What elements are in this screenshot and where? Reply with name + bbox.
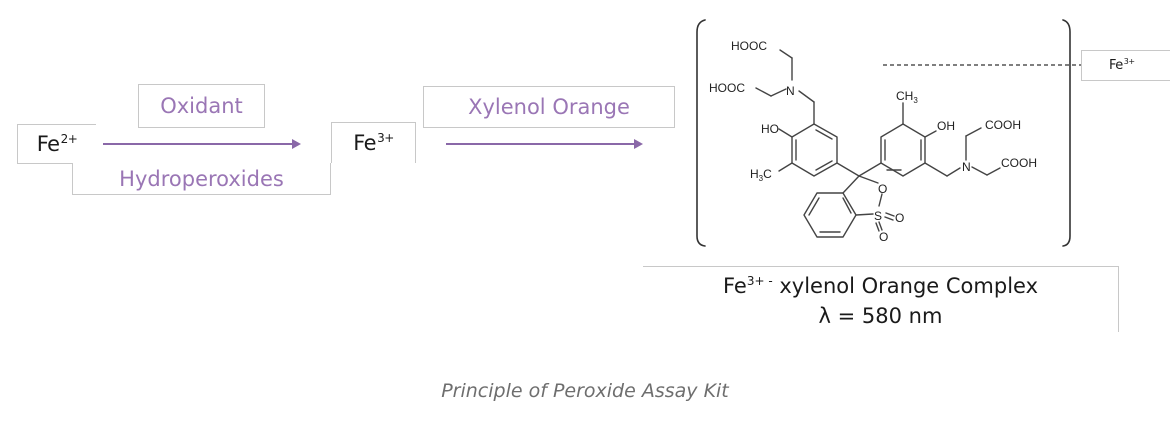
cooh-top-label: COOH xyxy=(985,118,1021,132)
o-ring-label: O xyxy=(878,182,887,196)
bound-fe3-label: Fe3+ xyxy=(1109,57,1135,73)
hydroperoxides-label: Hydroperoxides xyxy=(119,166,284,191)
fe2-symbol: Fe xyxy=(36,132,60,156)
cooh-bottom-label: COOH xyxy=(1001,156,1037,170)
hooc-mid-label: HOOC xyxy=(709,81,745,95)
fe2-charge: 2+ xyxy=(60,132,78,146)
reactant-fe2-label: Fe2+ xyxy=(37,132,78,156)
molecule-bonds xyxy=(755,49,1001,238)
figure-caption: Principle of Peroxide Assay Kit xyxy=(441,380,729,402)
ch3-right-label: CH3 xyxy=(896,89,918,105)
right-bracket-icon xyxy=(1062,19,1071,247)
left-bracket-icon xyxy=(696,19,706,247)
xylenol-orange-label: Xylenol Orange xyxy=(468,95,630,119)
h3c-left-label: H3C xyxy=(750,167,772,183)
molecule-labels: HOOC HOOC N HO H3C CH3 OH N COOH COOH O … xyxy=(709,39,1037,244)
oxidant-label: Oxidant xyxy=(160,94,243,118)
hooc-top-label: HOOC xyxy=(731,39,767,53)
o-down-label: O xyxy=(879,230,888,244)
fe3-charge: 3+ xyxy=(377,131,394,145)
bound-fe3-symbol: Fe xyxy=(1109,58,1123,73)
oh-right-label: OH xyxy=(937,119,955,133)
hydroperoxides-label-box: Hydroperoxides xyxy=(72,163,331,195)
intermediate-fe3-label: Fe3+ xyxy=(353,131,394,155)
complex-name: Fe3+ - xylenol Orange Complex xyxy=(643,273,1118,303)
ho-left-label: HO xyxy=(761,122,779,136)
n-left-label: N xyxy=(786,84,795,98)
fe3-symbol: Fe xyxy=(353,131,377,155)
oxidant-label-box: Oxidant xyxy=(138,84,265,128)
s-label: S xyxy=(874,209,882,223)
intermediate-fe3-box: Fe3+ xyxy=(331,122,416,163)
bound-fe3-charge: 3+ xyxy=(1123,57,1135,66)
o-right-label: O xyxy=(895,211,904,225)
complex-label-box: Fe3+ - xylenol Orange Complex λ = 580 nm xyxy=(643,266,1119,332)
reaction-arrow-2-icon xyxy=(446,139,643,149)
complex-name-text: xylenol Orange Complex xyxy=(772,274,1039,298)
xylenol-orange-label-box: Xylenol Orange xyxy=(423,86,675,128)
reactant-fe2-box: Fe2+ xyxy=(17,124,96,164)
complex-fe-symbol: Fe xyxy=(722,274,747,298)
complex-fe-charge: 3+ - xyxy=(746,274,773,288)
complex-wavelength: λ = 580 nm xyxy=(818,304,943,328)
reaction-arrow-1-icon xyxy=(103,139,301,149)
bound-fe3-box: Fe3+ xyxy=(1081,50,1170,81)
n-right-label: N xyxy=(962,160,971,174)
